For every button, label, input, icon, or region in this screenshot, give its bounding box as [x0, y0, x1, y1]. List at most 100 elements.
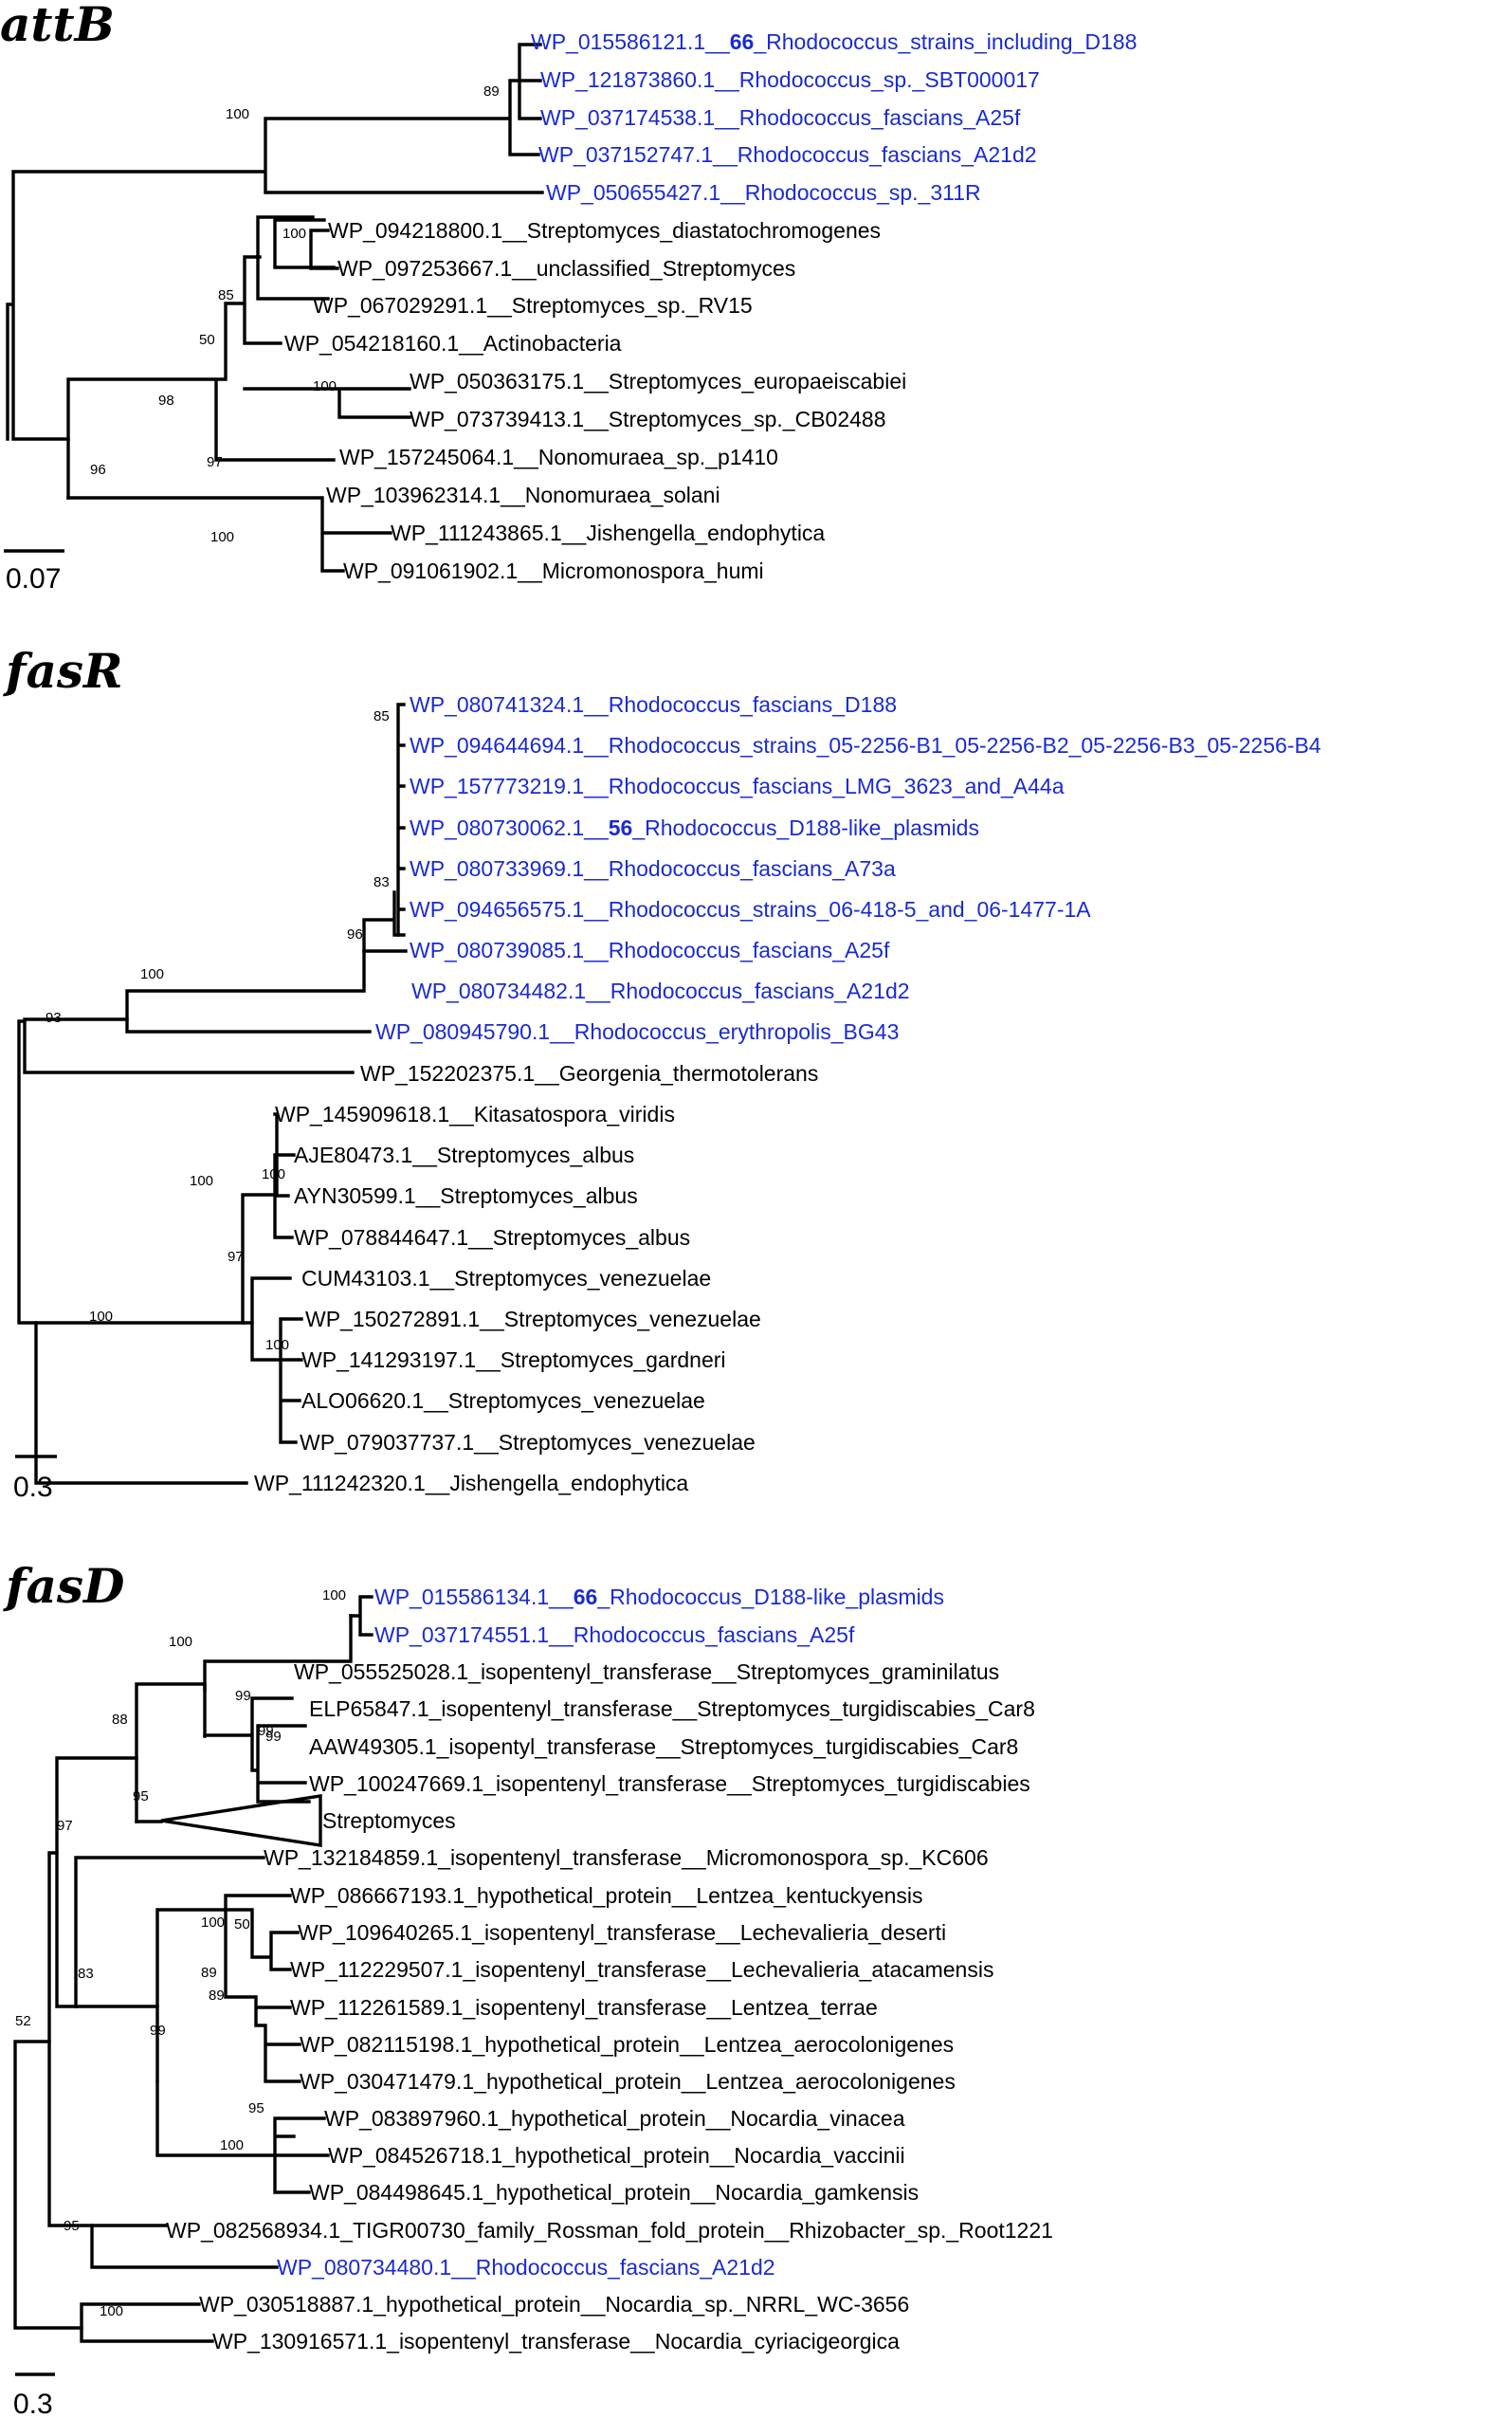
fasd-tip-label: ELP65847.1_isopentenyl_transferase__Stre… — [309, 1696, 1035, 1721]
fasr-branch-2 — [23, 1017, 355, 1074]
fasr-tip-label: WP_080741324.1__Rhodococcus_fascians_D18… — [410, 692, 897, 717]
fasr-panel-title: fasR — [3, 643, 123, 699]
fasd-tip-label: WP_015586134.1__66_Rhodococcus_D188-like… — [374, 1585, 944, 1609]
attb-tree-panel: attB WP_015586121.1__66_Rhodococcus_stra… — [0, 0, 1137, 595]
fasd-tip-label: WP_055525028.1_isopentenyl_transferase__… — [294, 1659, 999, 1684]
fasd-branch-1 — [13, 2040, 83, 2330]
fasd-bootstrap-value: 99 — [235, 1688, 251, 1704]
fasr-branch-4 — [362, 890, 408, 953]
tip-label-suffix: _Rhodococcus_strains_including_D188 — [753, 29, 1137, 54]
fasr-tip-label: WP_078844647.1__Streptomyces_albus — [294, 1225, 690, 1250]
fasd-tip-label: AAW49305.1_isopentyl_transferase__Strept… — [309, 1734, 1018, 1759]
attb-branch-2 — [66, 215, 336, 500]
fasd-branch-11 — [224, 1908, 300, 1971]
fasr-branch-7 — [241, 1193, 277, 1325]
fasr-tip-label: AJE80473.1__Streptomyces_albus — [294, 1143, 634, 1167]
tip-label-prefix: WP_080730062.1__ — [410, 815, 610, 840]
fasd-bootstrap-value: 99 — [150, 2023, 166, 2039]
fasr-tip-label: WP_080739085.1__Rhodococcus_fascians_A25… — [410, 938, 890, 962]
fasr-tip-label: WP_094656575.1__Rhodococcus_strains_06-4… — [410, 897, 1091, 922]
fasd-bootstrap-value: 97 — [57, 1818, 73, 1834]
fasd-tip-label: WP_082568934.1_TIGR00730_family_Rossman_… — [166, 2218, 1053, 2243]
fasd-tip-label: WP_112229507.1_isopentenyl_transferase__… — [290, 1957, 993, 1982]
fasd-tip-label: WP_083897960.1_hypothetical_protein__Noc… — [324, 2106, 905, 2131]
fasr-branch-8 — [273, 1112, 296, 1239]
fasd-tree-branches — [13, 1595, 373, 2343]
fasr-tip-label: WP_080733969.1__Rhodococcus_fascians_A73… — [410, 856, 896, 881]
fasd-tip-label: WP_112261589.1_isopentenyl_transferase__… — [290, 1995, 878, 2020]
attb-tree-branches — [6, 43, 544, 573]
fasr-bootstrap-value: 100 — [89, 1309, 113, 1325]
fasd-tip-label: WP_132184859.1_isopentenyl_transferase__… — [264, 1845, 989, 1870]
fasr-tip-label: WP_111242320.1__Jishengella_endophytica — [254, 1471, 688, 1495]
fasr-tip-label: WP_145909618.1__Kitasatospora_viridis — [275, 1102, 675, 1127]
attb-tip-label: WP_157245064.1__Nonomuraea_sp._p1410 — [339, 445, 778, 469]
fasd-bootstrap-value: 100 — [100, 2303, 123, 2319]
fasr-tree-panel: fasR WP_080741324.1__Rhodococcus_fascian… — [3, 643, 1321, 1503]
attb-bootstrap-value: 89 — [483, 83, 500, 100]
fasd-branch-9 — [74, 1856, 265, 2008]
fasd-tip-label: WP_084526718.1_hypothetical_protein__Noc… — [328, 2143, 905, 2168]
fasd-tip-label: WP_030518887.1_hypothetical_protein__Noc… — [199, 2292, 909, 2317]
fasd-scale-label: 0.3 — [13, 2389, 53, 2418]
attb-scale-label: 0.07 — [6, 563, 61, 595]
fasd-branch-8 — [135, 1794, 322, 1847]
tip-label-count: 66 — [574, 1585, 598, 1609]
fasd-branch-13 — [155, 2079, 330, 2194]
fasr-tip-label: WP_152202375.1__Georgenia_thermotolerans — [360, 1061, 818, 1086]
fasr-tip-label: WP_150272891.1__Streptomyces_venezuelae — [305, 1307, 761, 1331]
attb-tip-label: WP_050363175.1__Streptomyces_europaeisca… — [410, 369, 906, 394]
attb-bootstrap-value: 97 — [207, 454, 223, 470]
fasr-branch-9 — [250, 1276, 303, 1444]
attb-tip-label: WP_050655427.1__Rhodococcus_sp._311R — [546, 180, 981, 205]
fasr-scale-label: 0.3 — [13, 1472, 53, 1503]
attb-bootstrap-value: 85 — [218, 287, 234, 303]
fasr-tip-label: ALO06620.1__Streptomyces_venezuelae — [301, 1388, 705, 1413]
attb-bootstrap-value: 100 — [226, 106, 249, 122]
tip-label-prefix: WP_015586121.1__ — [531, 29, 731, 54]
fasr-tip-label: WP_079037737.1__Streptomyces_venezuelae — [300, 1430, 756, 1455]
fasd-bootstrap-value: 99 — [265, 1729, 282, 1745]
tip-label-count: 66 — [730, 29, 755, 54]
fasr-bootstrap-value: 96 — [347, 926, 363, 943]
fasd-branch-5 — [203, 1614, 353, 1738]
fasd-branch-14 — [90, 2224, 279, 2269]
fasd-bootstrap-value: 52 — [15, 2013, 31, 2029]
fasr-bootstrap-value: 83 — [373, 874, 390, 890]
attb-branch-5 — [66, 496, 392, 573]
fasd-bootstrap-value: 100 — [169, 1634, 192, 1650]
fasr-branch-5 — [396, 703, 406, 937]
fasd-bootstrap-value: 100 — [220, 2137, 244, 2153]
attb-branch-4 — [273, 218, 336, 269]
attb-branch-1 — [6, 43, 544, 441]
attb-tip-label: WP_091061902.1__Micromonospora_humi — [343, 559, 764, 583]
fasr-tip-label: CUM43103.1__Streptomyces_venezuelae — [301, 1266, 711, 1291]
fasd-bootstrap-value: 89 — [201, 1965, 217, 1981]
fasd-bootstrap-value: 100 — [322, 1587, 346, 1603]
fasd-branch-10 — [155, 1894, 292, 2083]
fasr-bootstrap-value: 85 — [373, 708, 390, 724]
fasd-bootstrap-value: 89 — [209, 1988, 225, 2004]
attb-tip-labels: WP_015586121.1__66_Rhodococcus_strains_i… — [284, 29, 1137, 583]
fasd-tip-label: WP_030471479.1_hypothetical_protein__Len… — [300, 2069, 956, 2094]
fasr-tip-labels: WP_080741324.1__Rhodococcus_fascians_D18… — [254, 692, 1321, 1495]
fasr-branch-1 — [17, 1019, 38, 1325]
fasr-tip-label: AYN30599.1__Streptomyces_albus — [294, 1183, 638, 1208]
fasr-tip-label: WP_157773219.1__Rhodococcus_fascians_LMG… — [410, 774, 1065, 798]
attb-tip-label: WP_121873860.1__Rhodococcus_sp._SBT00001… — [540, 67, 1040, 92]
fasd-tip-label: WP_086667193.1_hypothetical_protein__Len… — [290, 1883, 922, 1908]
fasd-branch-15 — [80, 2302, 214, 2343]
fasd-branch-3 — [55, 1756, 138, 2008]
fasd-branch-12 — [224, 1908, 301, 2083]
fasr-bootstrap-value: 100 — [190, 1173, 213, 1189]
fasr-bootstrap-value: 100 — [140, 966, 164, 982]
attb-tip-label: WP_097253667.1__unclassified_Streptomyce… — [337, 256, 795, 281]
fasd-tip-label: WP_100247669.1_isopentenyl_transferase__… — [309, 1771, 1030, 1796]
fasd-bootstrap-value: 95 — [64, 2218, 80, 2234]
tip-label-suffix: _Rhodococcus_D188-like_plasmids — [596, 1585, 944, 1609]
attb-tip-label: WP_054218160.1__Actinobacteria — [284, 331, 622, 356]
fasr-branch-6 — [34, 1321, 248, 1485]
fasd-tip-label: Streptomyces — [322, 1808, 456, 1833]
